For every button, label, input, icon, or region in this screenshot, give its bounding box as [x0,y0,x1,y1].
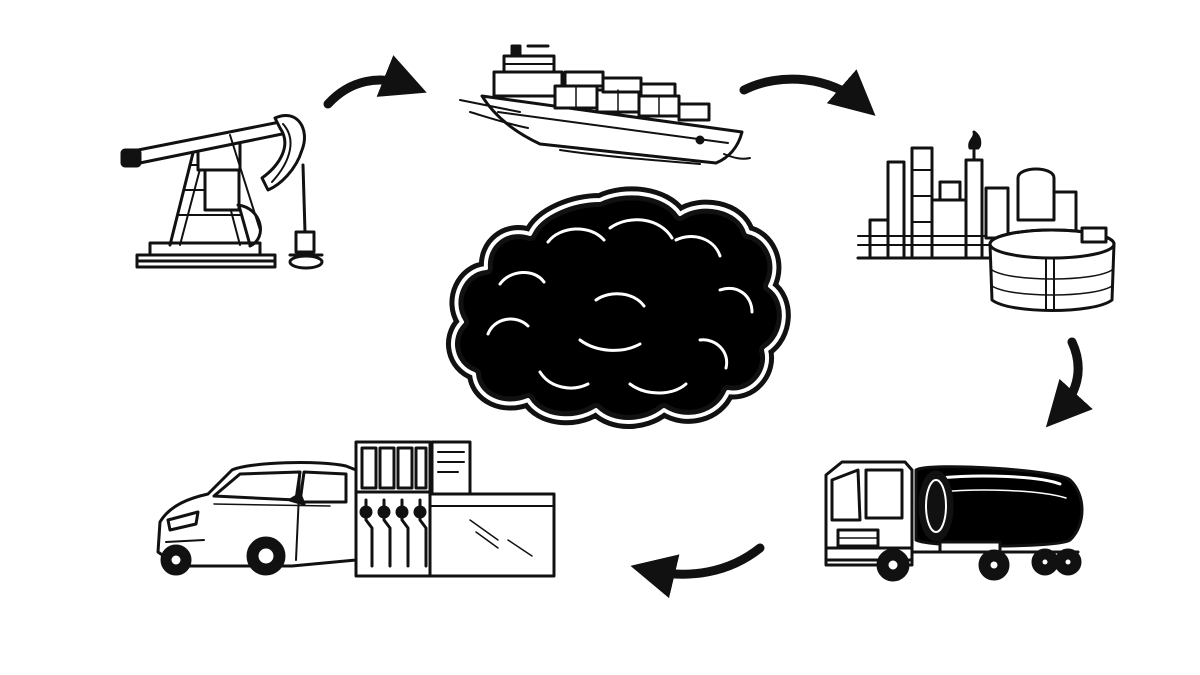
fuel-pump-icon [354,440,556,578]
arrow-refinery-to-truck [1045,337,1093,428]
cargo-ship-icon [459,44,751,165]
smoke-cloud-icon [446,186,791,429]
tanker-truck-icon [824,460,1084,582]
flow-arrows [323,55,1093,599]
arrow-ship-to-refinery [739,69,876,116]
refinery-icon [856,130,1116,312]
arrow-truck-to-pump [630,543,765,599]
oil-pumpjack-icon [120,114,324,270]
arrow-pumpjack-to-ship [323,55,427,109]
car-icon [156,461,358,576]
